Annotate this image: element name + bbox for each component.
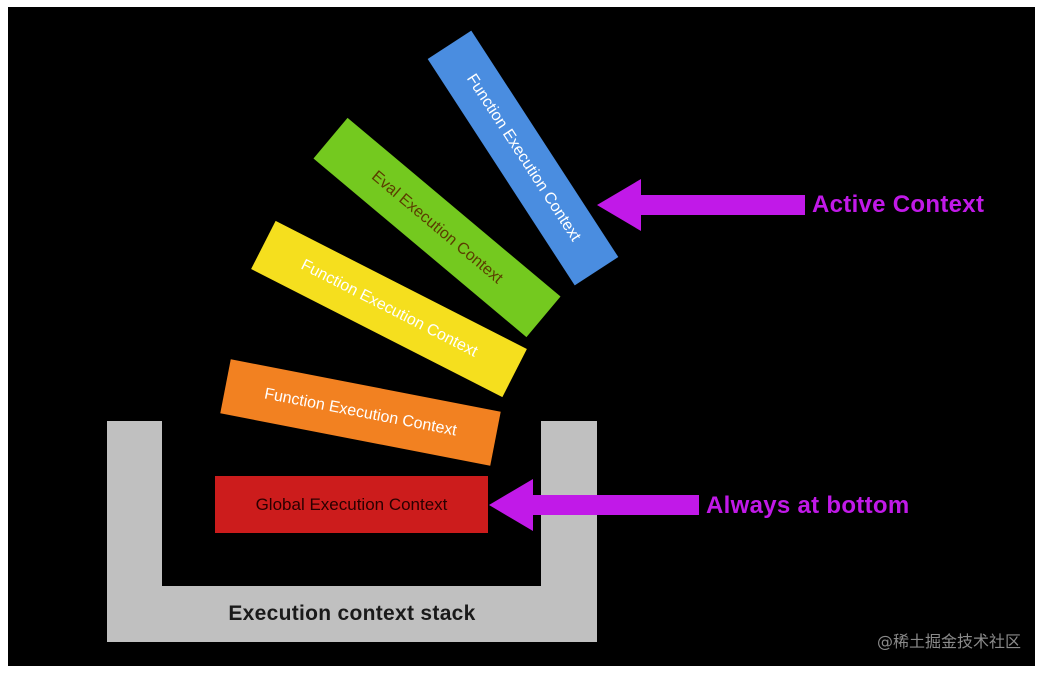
stack-label: Execution context stack xyxy=(228,602,476,625)
always-bottom-label: Always at bottom xyxy=(706,492,910,519)
context-global: Global Execution Context xyxy=(215,476,488,533)
active-context-label: Active Context xyxy=(812,191,985,218)
watermark-text: @稀土掘金技术社区 xyxy=(876,632,1021,651)
active-context-arrow xyxy=(597,179,805,231)
stack-floor xyxy=(107,586,597,642)
diagram-canvas: Execution context stack Global Execution… xyxy=(8,7,1035,666)
always-bottom-arrow xyxy=(489,479,699,531)
